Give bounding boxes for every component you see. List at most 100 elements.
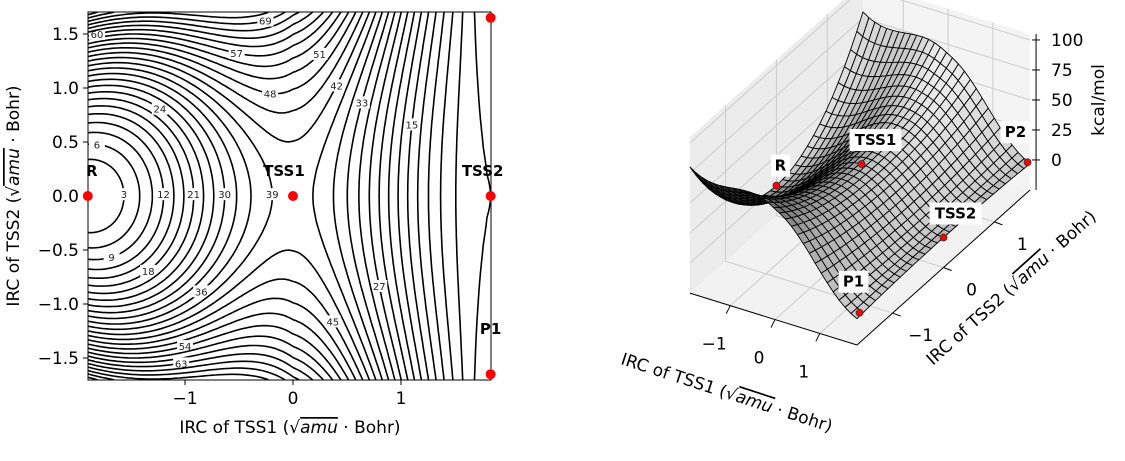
contour-line-57 [88,12,334,380]
point-p2 [485,12,496,23]
contour-label-bg [88,138,105,151]
x-tick [770,319,776,328]
x-axis-label-radicand: amu [300,418,338,438]
z-tick-label: 0 [1051,151,1062,171]
contour-label-bg [328,79,345,92]
contour-label: 51 [313,50,326,61]
y-tick-label: 0 [966,280,977,300]
contour-label-bg [262,87,279,100]
y-axis-label: IRC of TSS2 (√amu · Bohr) [4,85,24,306]
point-3d-p1 [855,308,864,317]
y-tick-label: 1.5 [52,25,79,45]
point-label-3d-tss2: TSS2 [935,204,977,222]
contour-label: 24 [153,105,166,116]
contour-line-24 [88,12,409,380]
contour-lines: 3691215182124273033363942454851545760636… [88,12,491,380]
contour-label-bg [151,102,168,115]
x-axis-label-suffix: · Bohr) [338,418,401,438]
z-tick-label: 100 [1051,31,1083,51]
x-tick-label: 0 [754,349,765,369]
contour-label-bg [155,188,172,201]
contour-label: 15 [406,120,419,131]
wall-grid-z [862,17,1031,71]
y-tick-label: 0.0 [52,187,79,207]
wall-grid-z [689,47,864,204]
contour-line-9 [88,12,445,380]
y-axis-label-radicand: amu [4,148,24,186]
point-label-bg [838,270,869,293]
contour-label: 45 [326,317,339,328]
contour-label-bg [177,340,194,353]
x-tick-label: 0 [288,389,299,409]
contour-line-30 [88,12,396,380]
wall-grid-z [689,17,864,174]
contour-label: 9 [108,253,114,264]
point-label-3d-p1: P1 [843,273,864,291]
contour-label: 57 [230,49,243,60]
contour-line-66 [88,12,300,380]
point-label-tss1: TSS1 [263,162,305,180]
contour-label: 39 [266,190,279,201]
point-label-bg [929,202,982,225]
x-axis-label-3d-radicand: amu [733,387,775,418]
contour-line-18 [88,12,423,380]
contour-label-bg [173,357,190,370]
point-3d-tss2 [939,233,948,242]
y-tick-label: 0.5 [52,133,79,153]
x-tick-label: −1 [702,335,727,355]
y-tick-label: −0.5 [38,241,79,261]
point-3d-r [772,181,781,190]
x-axis-label-3d-prefix: IRC of TSS1 (√ [618,350,739,406]
contour-label: 27 [373,282,386,293]
contour-label: 3 [121,190,127,201]
contour-label: 48 [264,89,277,100]
contour-label: 63 [175,359,188,370]
contour-label: 12 [157,190,170,201]
contour-line-0 [473,12,491,380]
x-tick-label: 1 [396,389,407,409]
contour-line-6 [88,12,454,380]
y-axis-label-3d-suffix: · Bohr) [1041,207,1101,264]
contour-label-bg [216,188,233,201]
contour-line-48 [88,12,357,380]
contour-label: 54 [179,342,192,353]
contour-label-bg [185,188,202,201]
y-tick-label: 1.0 [52,79,79,99]
contour-label-bg [140,264,157,277]
x-tick [815,333,821,342]
contour-label-bg [115,188,132,201]
y-tick [994,221,1003,226]
contour-line-42 [88,12,370,380]
contour-plot: 3691215182124273033363942454851545760636… [4,11,504,438]
x-axis-label: IRC of TSS1 (√amu · Bohr) [179,418,400,438]
x-tick-label: 1 [798,362,809,382]
z-tick-label: 75 [1051,61,1073,81]
contour-label: 36 [195,287,208,298]
contour-line-69 [88,12,286,380]
point-3d-p2 [1023,158,1032,167]
contour-label: 60 [91,30,104,41]
contour-label-bg [324,315,341,328]
x-axis-line [689,292,858,346]
contour-line-72 [88,12,269,380]
y-axis-label-suffix: · Bohr) [4,85,24,148]
point-label-3d-r: R [775,157,787,175]
x-tick [725,305,731,314]
point-r [82,191,93,201]
contour-label: 33 [356,98,369,109]
contour-label: 6 [94,140,100,151]
contour-line-54 [88,12,342,380]
point-label-bg [1000,121,1031,144]
point-tss2 [485,191,496,201]
point-label-r: R [86,162,98,180]
y-tick [892,312,901,317]
point-p1 [485,369,496,380]
contour-line-33 [88,12,390,380]
contour-label: 42 [330,81,343,92]
contour-label: 69 [259,17,272,28]
point-label-tss2: TSS2 [462,162,504,180]
point-label-3d-tss1: TSS1 [855,131,897,149]
contour-line-21 [88,12,416,380]
